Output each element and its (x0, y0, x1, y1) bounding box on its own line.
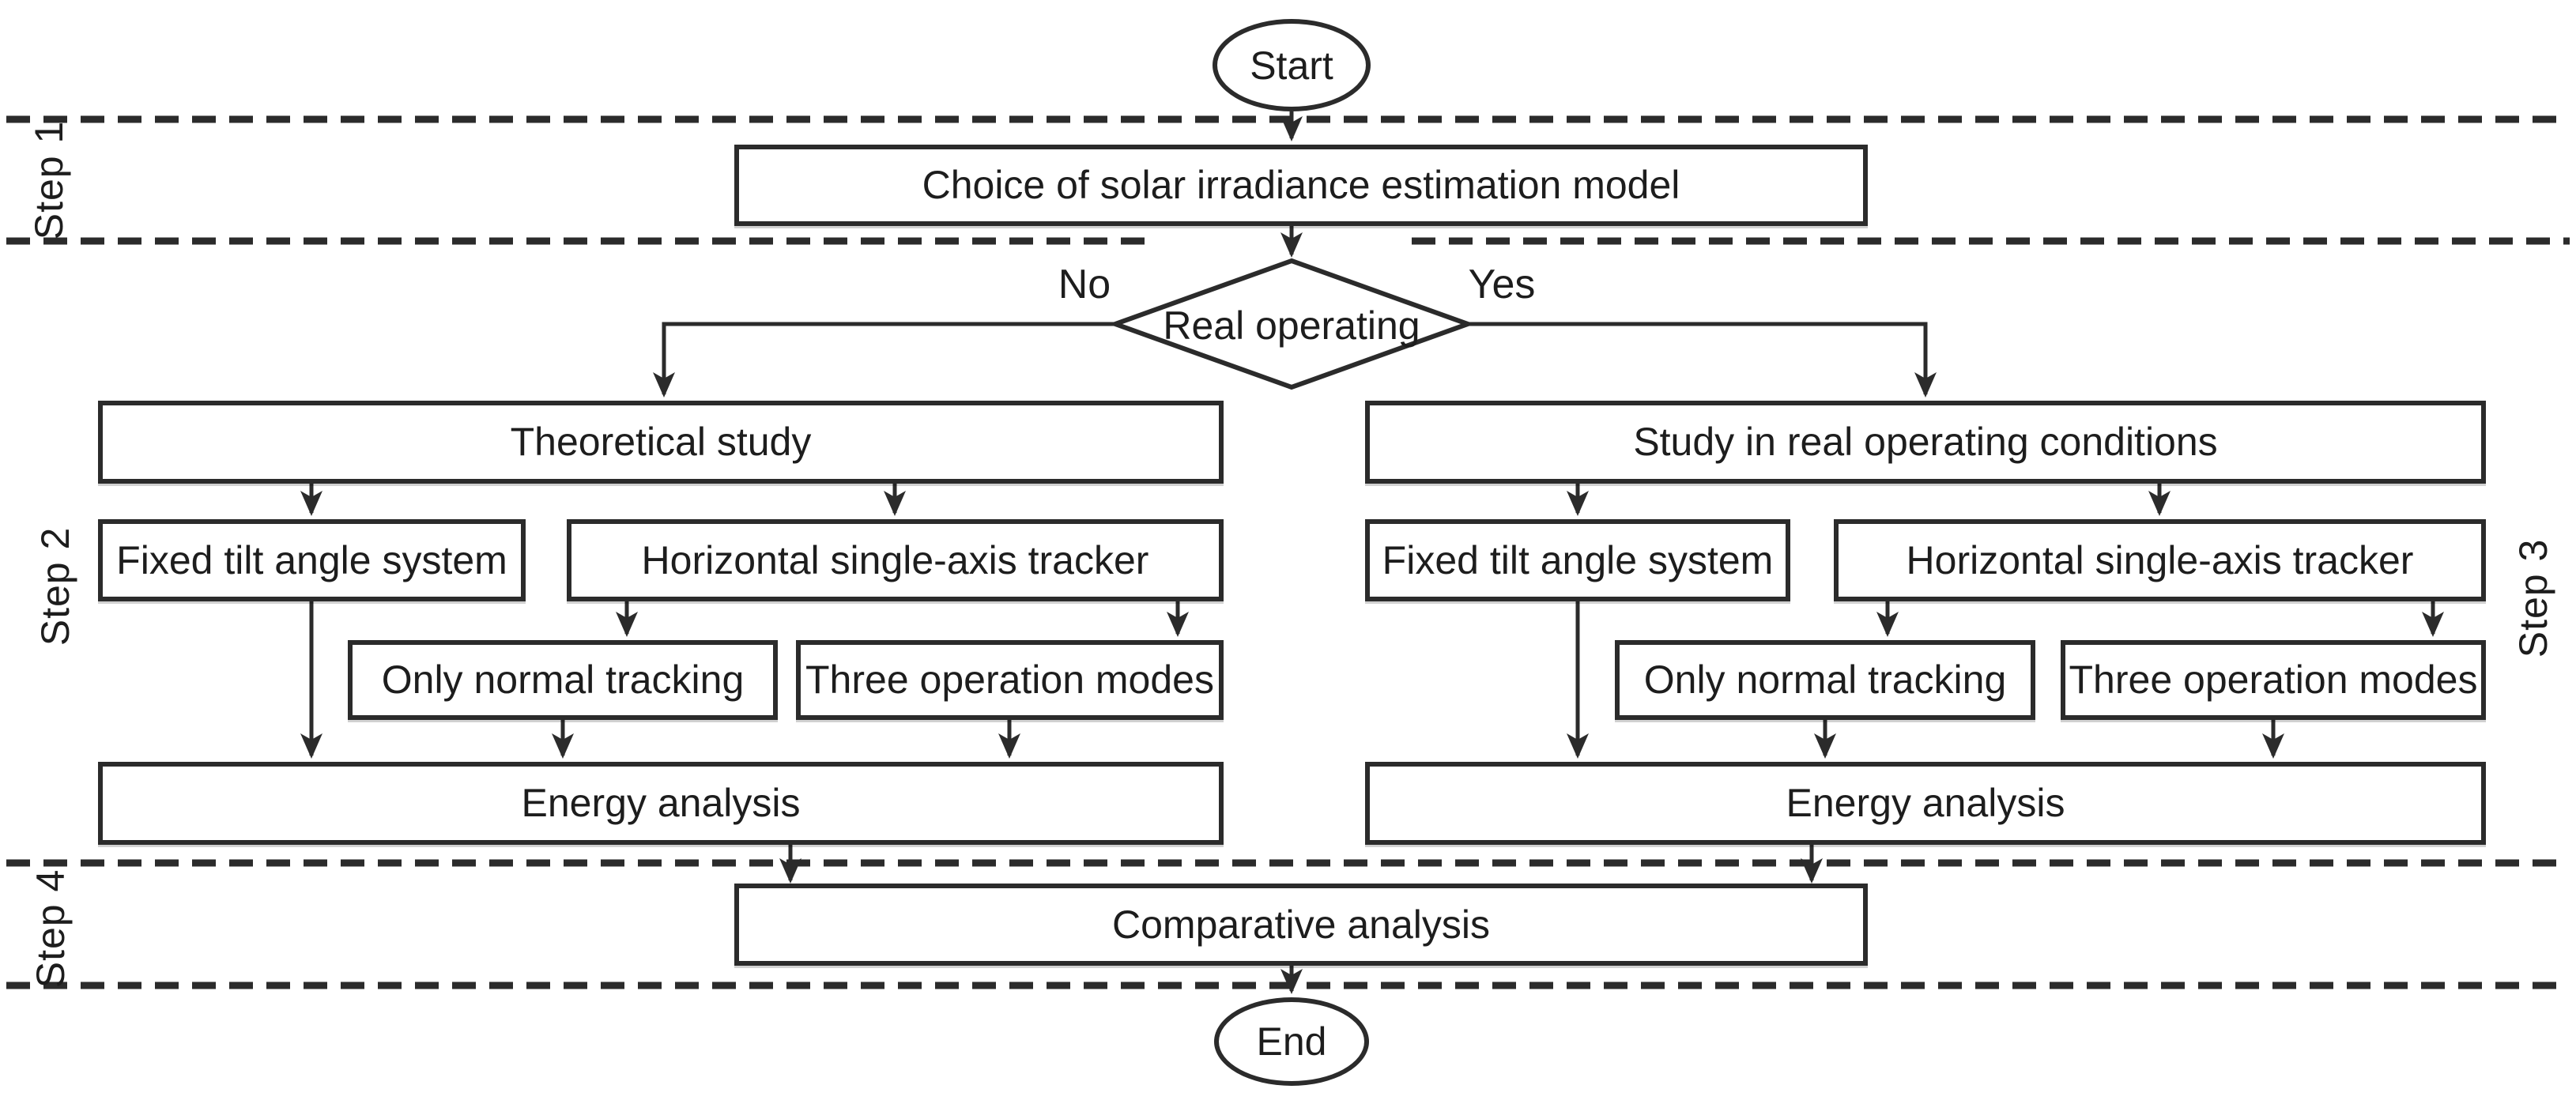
arrow-three-left-to-energy-left (998, 720, 1020, 759)
three-modes-right-box: Three operation modes (2061, 640, 2486, 720)
arrow-tracker-left-to-only-left (616, 601, 638, 637)
start-label: Start (1250, 43, 1333, 88)
theoretical-study-box: Theoretical study (98, 401, 1224, 484)
tracker-left-box: Horizontal single-axis tracker (567, 519, 1224, 601)
arrow-tracker-left-to-three-left (1167, 601, 1189, 637)
three-modes-right-label: Three operation modes (2069, 658, 2478, 702)
fixed-tilt-left-box: Fixed tilt angle system (98, 519, 526, 601)
fixed-tilt-right-box: Fixed tilt angle system (1365, 519, 1790, 601)
choice-model-box: Choice of solar irradiance estimation mo… (734, 145, 1868, 226)
choice-model-label: Choice of solar irradiance estimation mo… (922, 163, 1680, 207)
arrow-fixed-right-to-energy-right (1567, 601, 1589, 759)
theoretical-study-label: Theoretical study (510, 420, 812, 464)
arrow-decision-yes-to-study (1468, 322, 1937, 398)
arrow-theoretical-to-fixed-left (300, 484, 322, 516)
step-4-label: Step 4 (28, 869, 73, 989)
arrow-three-right-to-energy-right (2262, 720, 2284, 759)
tracker-right-box: Horizontal single-axis tracker (1834, 519, 2486, 601)
decision-yes-label: Yes (1468, 262, 1536, 307)
arrow-only-left-to-energy-left (552, 720, 574, 759)
study-real-box: Study in real operating conditions (1365, 401, 2486, 484)
three-modes-left-label: Three operation modes (805, 658, 1214, 702)
fixed-tilt-left-label: Fixed tilt angle system (116, 537, 507, 582)
arrow-study-to-tracker-right (2148, 484, 2171, 516)
tracker-left-label: Horizontal single-axis tracker (641, 537, 1149, 582)
decision-label: Real operating (1163, 303, 1420, 348)
three-modes-left-box: Three operation modes (796, 640, 1224, 720)
tracker-right-label: Horizontal single-axis tracker (1906, 537, 2414, 582)
study-real-label: Study in real operating conditions (1633, 420, 2218, 464)
fixed-tilt-right-label: Fixed tilt angle system (1382, 537, 1774, 582)
energy-left-label: Energy analysis (521, 781, 801, 825)
arrow-decision-no-to-theoretical (653, 322, 1115, 398)
end-label: End (1256, 1019, 1327, 1064)
comparative-analysis-box: Comparative analysis (734, 884, 1868, 966)
comparative-analysis-label: Comparative analysis (1112, 902, 1490, 947)
arrow-only-right-to-energy-right (1814, 720, 1836, 759)
only-normal-right-label: Only normal tracking (1643, 658, 2007, 702)
arrow-start-to-choice (1280, 111, 1303, 141)
arrow-tracker-right-to-only-right (1876, 601, 1899, 637)
energy-right-label: Energy analysis (1786, 781, 2065, 825)
only-normal-left-label: Only normal tracking (381, 658, 745, 702)
arrow-choice-to-decision (1280, 226, 1303, 258)
energy-right-box: Energy analysis (1365, 762, 2486, 845)
arrow-study-to-fixed-right (1567, 484, 1589, 516)
step-2-label: Step 2 (33, 526, 77, 646)
arrow-comparative-to-end (1280, 966, 1303, 994)
step-3-label: Step 3 (2511, 538, 2555, 658)
decision-diamond (1108, 258, 1475, 390)
arrow-energy-right-to-comparative (1801, 845, 1823, 884)
arrow-theoretical-to-tracker-left (884, 484, 906, 516)
end-terminal: End (1214, 997, 1369, 1086)
arrow-energy-left-to-comparative (779, 845, 801, 884)
arrow-tracker-right-to-three-right (2422, 601, 2444, 637)
arrow-fixed-left-to-energy-left (300, 601, 322, 759)
only-normal-right-box: Only normal tracking (1615, 640, 2035, 720)
decision-no-label: No (1058, 262, 1111, 307)
step-1-label: Step 1 (27, 120, 71, 240)
start-terminal: Start (1213, 19, 1371, 111)
energy-left-box: Energy analysis (98, 762, 1224, 845)
only-normal-left-box: Only normal tracking (348, 640, 778, 720)
